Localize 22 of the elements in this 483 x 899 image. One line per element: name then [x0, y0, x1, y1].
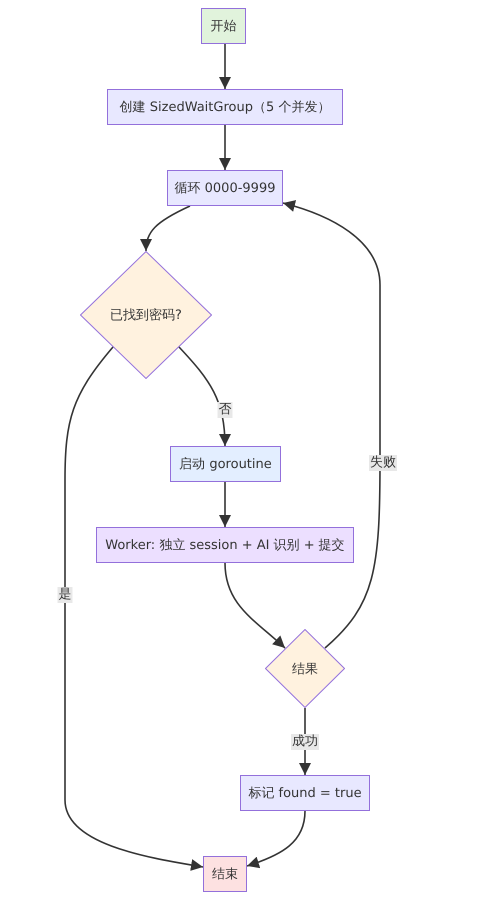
process-box: 标记 found = true [240, 775, 370, 811]
arrow [140, 205, 190, 252]
arrow [219, 44, 231, 89]
arrow [178, 346, 231, 446]
arrow [219, 125, 231, 170]
arrow [219, 482, 231, 527]
process-box: 循环 0000-9999 [167, 170, 283, 206]
process-box: 创建 SizedWaitGroup（5 个并发） [107, 89, 343, 125]
process-box: Worker: 独立 session + AI 识别 + 提交 [96, 527, 354, 563]
arrow [282, 200, 381, 649]
decision-diamond: 已找到密码? [80, 251, 212, 379]
edge-label: 是 [58, 587, 72, 603]
edge-label: 成功 [291, 734, 319, 750]
start-box: 开始 [201, 8, 246, 44]
arrow [246, 810, 306, 868]
decision-diamond: 结果 [265, 629, 345, 708]
arrow [64, 346, 204, 871]
process-box: 启动 goroutine [170, 446, 281, 482]
edge-label: 失败 [369, 455, 397, 471]
end-box: 结束 [203, 856, 247, 892]
edge-label: 否 [218, 402, 232, 418]
arrow [224, 562, 286, 649]
